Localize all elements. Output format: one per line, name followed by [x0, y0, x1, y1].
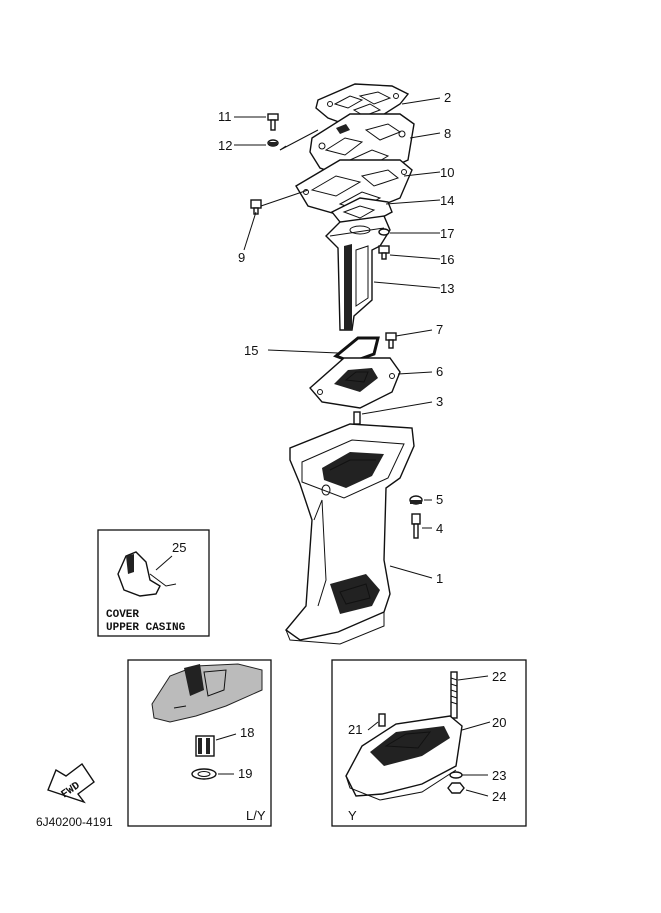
part-7-bolt: [385, 332, 397, 349]
part-24-nut: [447, 782, 465, 794]
callout-labels: 11 12 9 2 8 10 14 17 16 13 15 7 6 3 5 4 …: [218, 90, 454, 586]
callout-23: 23: [492, 768, 506, 783]
callout-13: 13: [440, 281, 454, 296]
callout-20: 20: [492, 715, 506, 730]
cover-label-line1: COVER: [106, 609, 139, 621]
part-22-stud: [450, 671, 458, 719]
cover-label-line2: UPPER CASING: [106, 622, 186, 634]
y-inset: 22 20 21 23 24 Y: [331, 659, 527, 827]
part-11-bolt: [267, 113, 279, 131]
callout-24: 24: [492, 789, 506, 804]
callout-22: 22: [492, 669, 506, 684]
callout-1: 1: [436, 571, 443, 586]
callout-15: 15: [244, 343, 258, 358]
part-21-pin: [378, 713, 386, 727]
callout-9: 9: [238, 250, 245, 265]
callout-25: 25: [172, 540, 186, 555]
part-1-upper-casing: [284, 423, 415, 645]
callout-21: 21: [348, 722, 362, 737]
fwd-arrow-icon: FWD: [47, 762, 95, 804]
callout-7: 7: [436, 322, 443, 337]
ly-label: L/Y: [246, 808, 266, 823]
part-18-gear: [195, 735, 215, 757]
part-5-washer: [409, 495, 423, 505]
callout-19: 19: [238, 766, 252, 781]
y-label: Y: [348, 808, 357, 823]
part-20-cover: [345, 715, 463, 801]
callout-16: 16: [440, 252, 454, 267]
callout-11: 11: [218, 109, 232, 124]
part-17-washer: [378, 228, 390, 236]
callout-18: 18: [240, 725, 254, 740]
part-3-dowel: [353, 411, 361, 425]
callout-3: 3: [436, 394, 443, 409]
cover-upper-casing-inset: 25 COVER UPPER CASING: [97, 529, 210, 637]
leader-lines: [234, 97, 441, 579]
callout-17: 17: [440, 226, 454, 241]
callout-12: 12: [218, 138, 232, 153]
callout-5: 5: [436, 492, 443, 507]
diagram-code: 6J40200-4191: [36, 815, 113, 829]
part-23-washer: [449, 771, 463, 779]
callout-6: 6: [436, 364, 443, 379]
part-13-exhaust-tube: [325, 215, 391, 331]
part-12-washer: [267, 139, 279, 147]
callout-8: 8: [444, 126, 451, 141]
ly-inset: 18 19 L/Y: [127, 659, 272, 827]
callout-4: 4: [436, 521, 443, 536]
callout-14: 14: [440, 193, 454, 208]
part-19-washer: [191, 768, 217, 780]
part-4-bolt: [411, 513, 421, 539]
part-16-bolt: [378, 245, 390, 260]
callout-2: 2: [444, 90, 451, 105]
part-9-bolt: [250, 199, 262, 215]
callout-10: 10: [440, 165, 454, 180]
part-6-plate: [309, 357, 401, 409]
